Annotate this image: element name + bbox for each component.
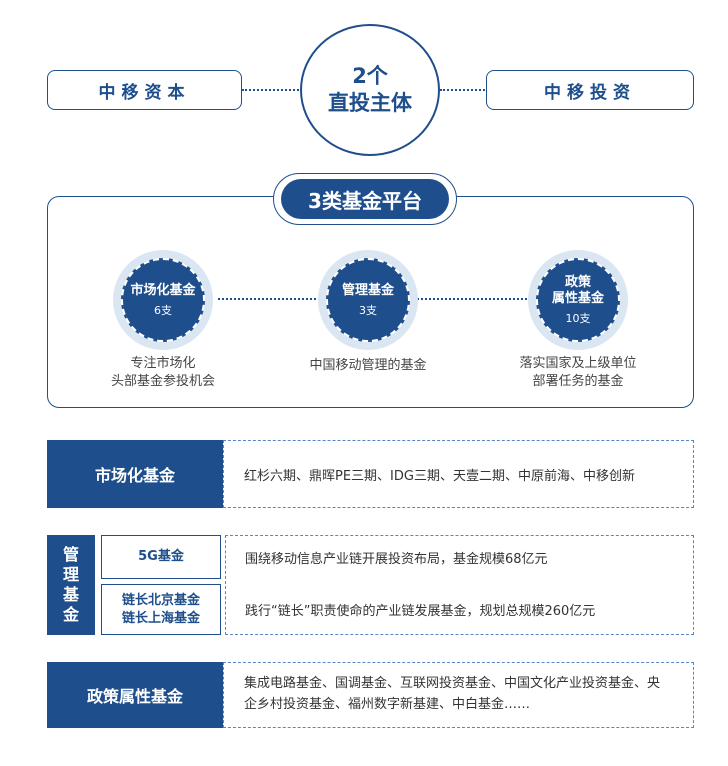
fund-count-market: 6支 [154, 303, 172, 317]
fund-connector-1 [218, 298, 320, 300]
connector-right [440, 89, 488, 91]
fund-desc-market: 专注市场化 头部基金参投机会 [110, 356, 215, 389]
fund-count-policy: 10支 [565, 311, 591, 325]
fund-name-market: 市场化基金 [130, 282, 196, 298]
center-line2: 直投主体 [328, 91, 412, 115]
policy-detail-box: 集成电路基金、国调基金、互联网投资基金、中国文化产业投资基金、央 企乡村投资基金… [223, 662, 694, 728]
fund-name-policy-2: 属性基金 [551, 290, 604, 306]
fund-name-managed: 管理基金 [341, 282, 394, 298]
fund-count-managed: 3支 [359, 303, 377, 317]
fund-circle-policy: 政策 属性基金 10支 [536, 258, 620, 342]
center-line1: 2个 [352, 64, 388, 88]
fund-desc-managed: 中国移动管理的基金 [309, 358, 427, 373]
market-detail: 红杉六期、鼎晖PE三期、IDG三期、天壹二期、中原前海、中移创新 [244, 468, 635, 484]
sub-label-chain: 链长北京基金 链长上海基金 [101, 584, 221, 635]
managed-detail-5g: 围绕移动信息产业链开展投资布局，基金规模68亿元 [245, 552, 548, 567]
fund-desc-policy: 落实国家及上级单位 部署任务的基金 [519, 356, 637, 389]
entity-right-label: 中移投资 [544, 82, 636, 103]
center-circle: 2个 直投主体 [300, 24, 440, 156]
fund-circle-managed: 管理基金 3支 [326, 258, 410, 342]
connector-left [242, 89, 306, 91]
fund-name-policy-1: 政策 [564, 274, 591, 290]
policy-detail-line1: 集成电路基金、国调基金、互联网投资基金、中国文化产业投资基金、央 [244, 676, 661, 691]
entity-right-box: 中移投资 [486, 70, 694, 110]
platform-title: 3类基金平台 [281, 179, 449, 219]
entity-left-label: 中移资本 [98, 82, 191, 103]
entity-left-box: 中移资本 [47, 70, 242, 110]
fund-connector-2 [413, 298, 531, 300]
policy-detail-line2: 企乡村投资基金、福州数字新基建、中白基金…… [244, 697, 531, 712]
market-detail-box: 红杉六期、鼎晖PE三期、IDG三期、天壹二期、中原前海、中移创新 [223, 440, 694, 508]
policy-label: 政策属性基金 [47, 662, 223, 728]
sub-label-5g: 5G基金 [101, 535, 221, 579]
fund-circle-market: 市场化基金 6支 [121, 258, 205, 342]
market-label: 市场化基金 [47, 440, 223, 508]
managed-detail-box [225, 535, 694, 635]
managed-detail-chain: 践行“链长”职责使命的产业链发展基金，规划总规模260亿元 [245, 604, 596, 619]
managed-label: 管 理 基 金 [47, 535, 95, 635]
